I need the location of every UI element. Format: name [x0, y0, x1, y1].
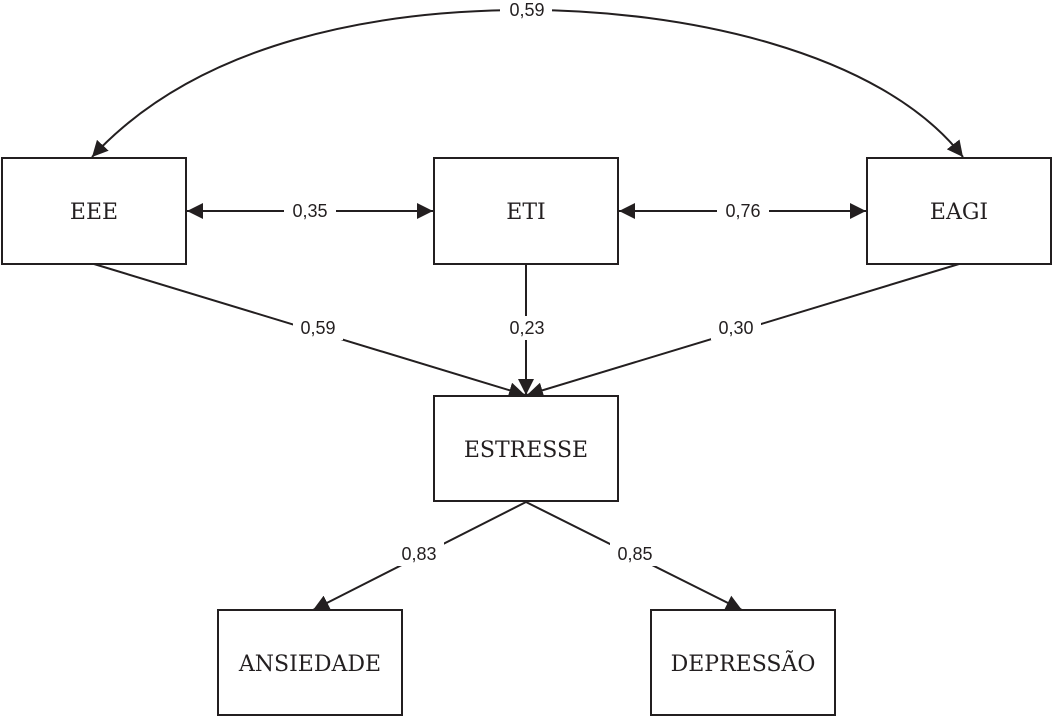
- node-estresse[interactable]: ESTRESSE: [433, 395, 619, 502]
- edge-label-eee-eagi: 0,59: [509, 0, 544, 20]
- edge-eti-eagi: 0,76: [619, 199, 866, 223]
- edge-label-estresse-ansiedade: 0,83: [401, 544, 436, 564]
- node-eagi[interactable]: EAGI: [866, 157, 1052, 265]
- node-eee[interactable]: EEE: [1, 157, 187, 265]
- edge-label-estresse-depressao: 0,85: [617, 544, 652, 564]
- node-label-depressao: DEPRESSÃO: [671, 649, 816, 677]
- edge-estresse-depressao: 0,85: [525, 501, 743, 611]
- nodes: EEE ETI EAGI ESTRESSE ANSIEDADE DEPRESSÃ…: [1, 157, 1052, 716]
- edge-eti-estresse: 0,23: [502, 264, 552, 395]
- edge-estresse-ansiedade: 0,83: [312, 501, 527, 611]
- node-label-eagi: EAGI: [930, 200, 988, 225]
- edge-label-eagi-estresse: 0,30: [718, 318, 753, 338]
- node-ansiedade[interactable]: ANSIEDADE: [217, 609, 403, 716]
- edge-label-eti-eagi: 0,76: [725, 201, 760, 221]
- node-label-eee: EEE: [70, 200, 118, 225]
- edge-eee-eti: 0,35: [187, 199, 433, 223]
- node-label-eti: ETI: [506, 200, 545, 225]
- node-eti[interactable]: ETI: [433, 157, 619, 265]
- node-depressao[interactable]: DEPRESSÃO: [650, 609, 836, 716]
- edge-eee-eagi: 0,59: [91, 0, 964, 158]
- edge-label-eee-estresse: 0,59: [300, 318, 335, 338]
- node-label-estresse: ESTRESSE: [464, 438, 588, 463]
- node-label-ansiedade: ANSIEDADE: [238, 652, 381, 677]
- edges: 0,59 0,35 0,76 0,59 0,23: [91, 0, 964, 611]
- edge-label-eee-eti: 0,35: [292, 201, 327, 221]
- edge-eagi-estresse: 0,30: [526, 263, 960, 399]
- edge-eee-estresse: 0,59: [93, 263, 526, 399]
- edge-label-eti-estresse: 0,23: [509, 318, 544, 338]
